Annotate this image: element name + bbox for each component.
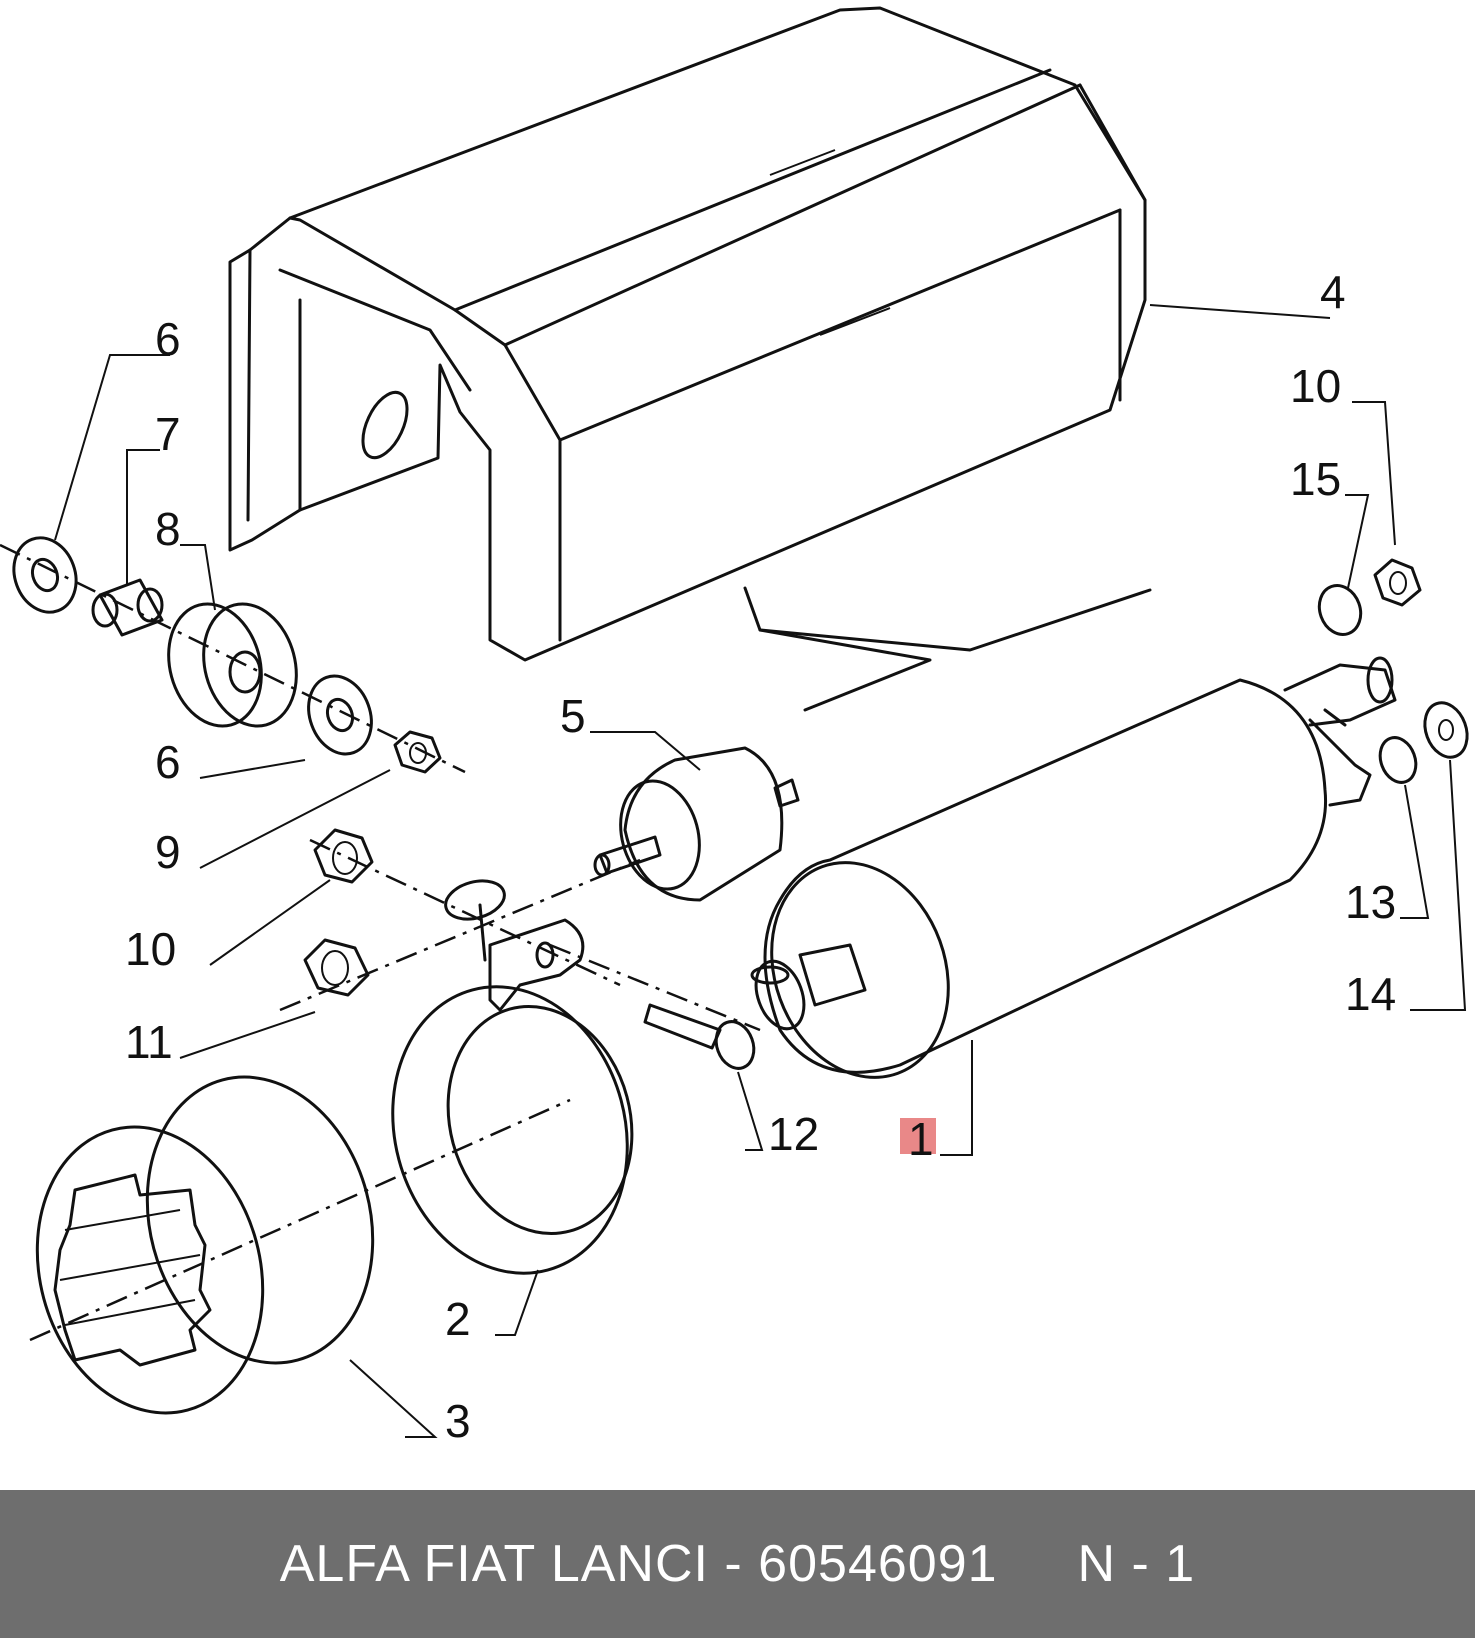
- lock-washer-15: [1317, 584, 1363, 636]
- cover-housing: [228, 6, 1152, 712]
- callout-7: 7: [155, 408, 181, 460]
- axis-line-4: [549, 943, 761, 1032]
- axis-line-2: [309, 838, 621, 987]
- callout-1: 1: [908, 1113, 934, 1165]
- pulley-wheel: [35, 1075, 375, 1415]
- washer-6a: [12, 536, 78, 614]
- nut-10-right: [1373, 558, 1422, 607]
- callout-1-highlight: [900, 1118, 936, 1154]
- part-number-banner: ALFA FIAT LANCI - 60546091 N - 1: [0, 1490, 1475, 1638]
- nut-10-left: [313, 828, 374, 884]
- nut-14: [1423, 701, 1469, 759]
- callout-13: 13: [1345, 876, 1396, 928]
- nut-11: [303, 938, 370, 997]
- pump-clamp: [391, 879, 634, 1275]
- axis-line-5: [29, 1098, 571, 1342]
- callout-10-right: 10: [1290, 360, 1341, 412]
- callout-3: 3: [445, 1395, 471, 1447]
- screw-12: [643, 1003, 756, 1070]
- washer-6b: [307, 674, 373, 756]
- nut-9: [393, 730, 442, 774]
- reference-text: N - 1: [1077, 1535, 1196, 1593]
- exploded-parts-diagram: 4 6 7 8 6 9 10 11 5 10 15 13 14 12 1 2 3: [0, 6, 1469, 1447]
- part-number-text: ALFA FIAT LANCI - 60546091: [279, 1535, 998, 1593]
- rubber-mount: [593, 746, 800, 902]
- callout-12: 12: [768, 1108, 819, 1160]
- callout-2: 2: [445, 1293, 471, 1345]
- callout-5: 5: [560, 690, 586, 742]
- callout-10-left: 10: [125, 923, 176, 975]
- leader-lines: [54, 304, 1467, 1438]
- axis-line-3: [279, 858, 641, 1012]
- axis-line-1: [0, 543, 466, 774]
- callout-11: 11: [125, 1016, 173, 1068]
- rubber-grommet: [167, 602, 298, 728]
- callout-15: 15: [1290, 453, 1341, 505]
- callout-6-top: 6: [155, 313, 181, 365]
- callout-4: 4: [1320, 266, 1346, 318]
- callout-9: 9: [155, 826, 181, 878]
- callout-8: 8: [155, 503, 181, 555]
- lock-washer-13: [1378, 736, 1418, 784]
- fuel-pump: [750, 656, 1397, 1079]
- callout-6-bottom: 6: [155, 736, 181, 788]
- callout-14: 14: [1345, 968, 1396, 1020]
